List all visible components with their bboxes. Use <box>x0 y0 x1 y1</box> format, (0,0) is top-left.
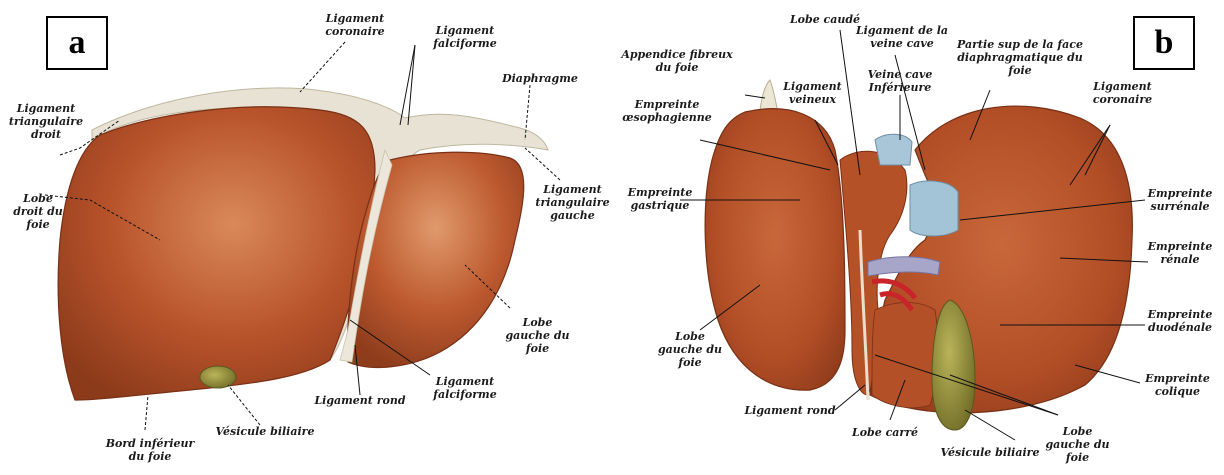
label-lobe-droit: Lobe droit du foie <box>8 192 68 231</box>
label-empreinte-colique: Empreinte colique <box>1140 372 1215 398</box>
label-ligament-veineux: Ligament veineux <box>775 80 850 106</box>
gallbladder-a-shape <box>200 366 236 388</box>
panel-a-liver <box>58 88 548 400</box>
label-empreinte-duodenale: Empreinte duodénale <box>1140 308 1220 334</box>
label-lobe-gauche-b-bottom: Lobe gauche du foie <box>1040 425 1115 464</box>
label-empreinte-surrenale: Empreinte surrénale <box>1140 187 1220 213</box>
label-vesicule-biliaire-a: Vésicule biliaire <box>210 425 320 438</box>
left-lobe-shape <box>348 152 524 367</box>
label-lobe-gauche-b-left: Lobe gauche du foie <box>655 330 725 369</box>
panel-label-b: b <box>1133 16 1195 70</box>
label-ligament-coronaire-b: Ligament coronaire <box>1080 80 1165 106</box>
label-ligament-falciforme-top: Ligament falciforme <box>420 24 510 50</box>
label-vesicule-biliaire-b: Vésicule biliaire <box>935 446 1045 459</box>
label-ligament-coronaire-a: Ligament coronaire <box>315 12 395 38</box>
label-diaphragme: Diaphragme <box>495 72 585 85</box>
label-ligament-falciforme-bottom: Ligament falciforme <box>425 375 505 401</box>
panel-b-liver <box>705 80 1132 430</box>
label-lobe-gauche-a: Lobe gauche du foie <box>500 316 575 355</box>
label-lobe-carre: Lobe carré <box>845 426 925 439</box>
left-lobe-b-shape <box>705 109 845 390</box>
vena-cava-lower-shape <box>910 181 958 236</box>
label-bord-inferieur: Bord inférieur du foie <box>100 437 200 463</box>
label-empreinte-oesophagienne: Empreinte œsophagienne <box>617 98 717 124</box>
label-ligament-rond-b: Ligament rond <box>740 404 840 417</box>
label-appendice-fibreux: Appendice fibreux du foie <box>612 48 742 74</box>
label-empreinte-renale: Empreinte rénale <box>1145 240 1215 266</box>
panel-label-a: a <box>46 16 108 70</box>
label-ligament-triangulaire-droit: Ligament triangulaire droit <box>6 102 86 141</box>
label-ligament-triangulaire-gauche: Ligament triangulaire gauche <box>530 183 615 222</box>
label-ligament-rond-a: Ligament rond <box>310 394 410 407</box>
vena-cava-shape <box>875 134 912 165</box>
label-empreinte-gastrique: Empreinte gastrique <box>620 186 700 212</box>
right-lobe-shape <box>58 107 375 400</box>
label-ligament-veine-cave: Ligament de la veine cave <box>852 24 952 50</box>
quadrate-lobe-shape <box>872 303 938 408</box>
label-partie-sup: Partie sup de la face diaphragmatique du… <box>950 38 1090 77</box>
label-veine-cave-inferieure: Veine cave Inférieure <box>855 68 945 94</box>
